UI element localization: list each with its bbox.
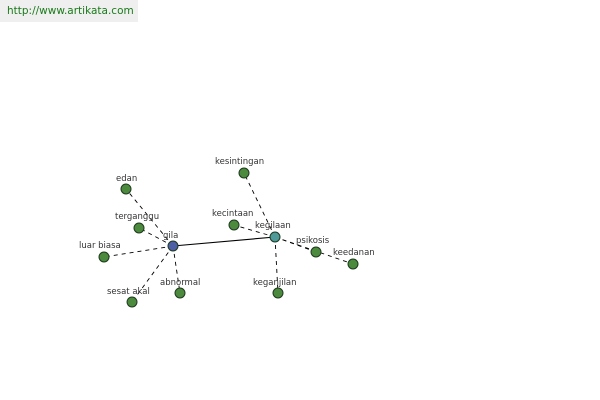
- edge-gila-luar_biasa: [103, 245, 174, 258]
- node-label-luar-biasa: luar biasa: [79, 241, 121, 251]
- node-kesintingan[interactable]: [238, 167, 250, 179]
- node-gila[interactable]: [167, 240, 179, 252]
- label-layer: gila kegilaan edan terganggu luar biasa sesat…: [79, 157, 375, 297]
- node-abnormal[interactable]: [174, 287, 186, 299]
- node-keedanan[interactable]: [347, 258, 359, 270]
- edge-kegilaan-keganjilan: [274, 236, 279, 294]
- node-kecintaan[interactable]: [228, 219, 240, 231]
- node-psikosis[interactable]: [310, 246, 322, 258]
- node-luar-biasa[interactable]: [98, 251, 110, 263]
- watermark-bar: http://www.artikata.com: [0, 0, 138, 22]
- node-label-abnormal: abnormal: [160, 278, 200, 288]
- node-edan[interactable]: [120, 183, 132, 195]
- node-label-kecintaan: kecintaan: [212, 209, 253, 219]
- node-label-keedanan: keedanan: [333, 248, 375, 258]
- edge-gila-terganggu: [138, 227, 174, 247]
- edge-kegilaan-kecintaan: [233, 224, 276, 238]
- edge-gila-sesat_akal: [131, 245, 174, 303]
- node-keganjilan[interactable]: [272, 287, 284, 299]
- node-label-edan: edan: [116, 174, 137, 184]
- node-sesat-akal[interactable]: [126, 296, 138, 308]
- node-label-kesintingan: kesintingan: [215, 157, 264, 167]
- node-label-terganggu: terganggu: [115, 212, 159, 222]
- node-label-gila: gila: [163, 231, 178, 241]
- node-label-kegilaan: kegilaan: [255, 221, 291, 231]
- node-layer: [98, 167, 359, 308]
- edge-kegilaan-kesintingan: [243, 172, 276, 238]
- watermark-url[interactable]: http://www.artikata.com: [7, 5, 134, 17]
- node-label-keganjilan: keganjilan: [253, 278, 297, 288]
- node-label-psikosis: psikosis: [296, 236, 330, 246]
- edge-gila-kegilaan: [172, 236, 276, 247]
- node-terganggu[interactable]: [133, 222, 145, 234]
- node-label-sesat-akal: sesat akal: [107, 287, 150, 297]
- node-kegilaan[interactable]: [269, 231, 281, 243]
